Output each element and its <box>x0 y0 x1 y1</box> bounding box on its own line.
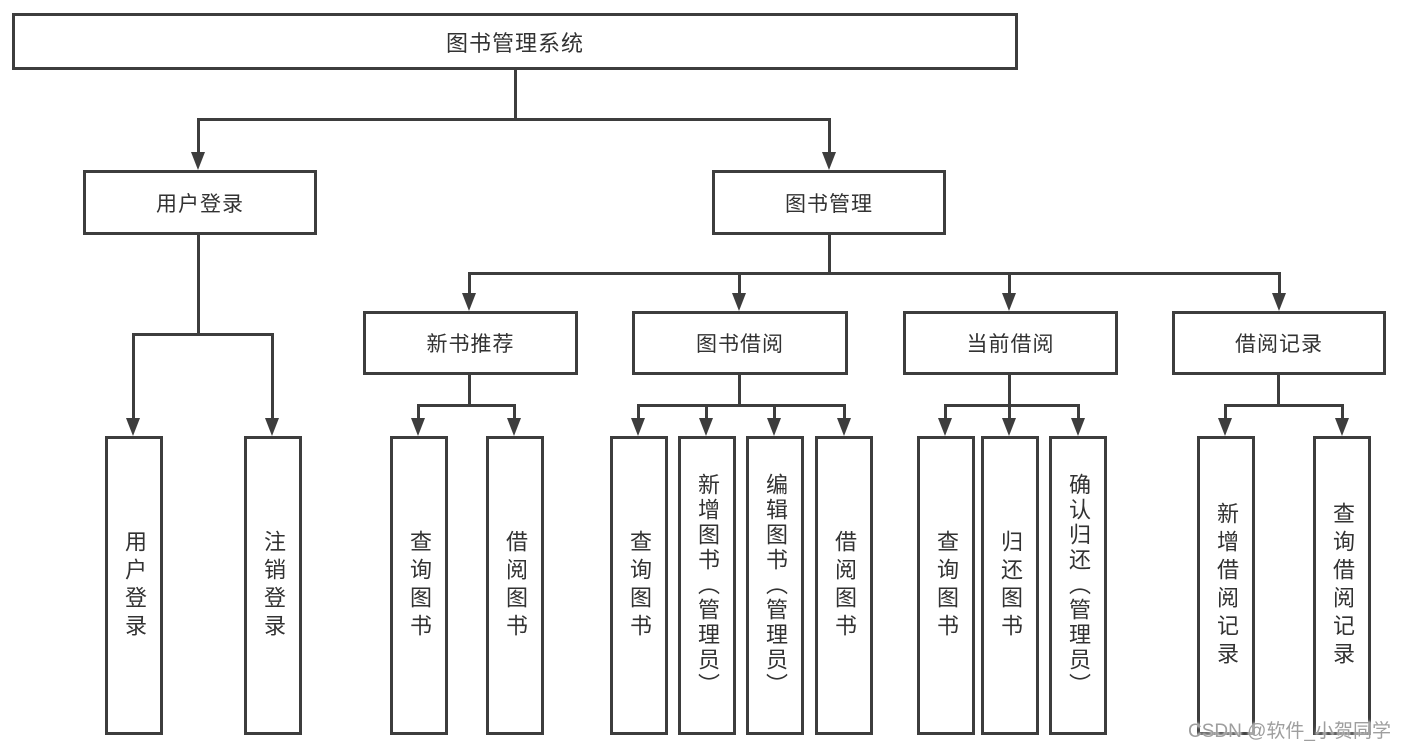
connector-drop <box>468 272 471 296</box>
root-node: 图书管理系统 <box>12 13 1018 70</box>
arrow-down-icon <box>1002 418 1016 436</box>
connector-drop <box>773 404 776 420</box>
connector-drop <box>1008 272 1011 296</box>
arrow-down-icon <box>1218 418 1232 436</box>
leaf-node-label: 归还图书 <box>998 529 1023 642</box>
leaf-node-return-books: 归还图书 <box>981 436 1039 735</box>
arrow-down-icon <box>1071 418 1085 436</box>
leaf-node-label: 借阅图书 <box>503 529 528 642</box>
connector-rail <box>132 333 274 336</box>
connector-drop <box>944 404 947 420</box>
arrow-down-icon <box>411 418 425 436</box>
connector-drop <box>513 404 516 420</box>
leaf-node-logout: 注销登录 <box>244 436 302 735</box>
connector-rail <box>637 404 846 407</box>
leaf-node-query-borrow-record: 查询借阅记录 <box>1313 436 1371 735</box>
connector-stem <box>468 375 471 406</box>
category-node-current-borrow: 当前借阅 <box>903 311 1118 375</box>
category-node-label: 当前借阅 <box>966 333 1055 356</box>
arrow-down-icon <box>732 293 746 311</box>
leaf-node-query-books-1: 查询图书 <box>390 436 448 735</box>
arrow-down-icon <box>462 293 476 311</box>
arrow-down-icon <box>191 152 205 170</box>
leaf-node-add-books-admin: 新增图书（管理员） <box>678 436 736 735</box>
leaf-node-label: 编辑图书（管理员） <box>763 473 788 698</box>
csdn-watermark: CSDN @软件_小贺同学 <box>1188 721 1391 742</box>
connector-rail-root <box>197 118 831 121</box>
connector-drop <box>828 118 831 154</box>
arrow-down-icon <box>699 418 713 436</box>
connector-drop <box>1077 404 1080 420</box>
connector-stem <box>197 235 200 336</box>
connector-drop <box>1008 404 1011 420</box>
leaf-node-label: 查询图书 <box>934 529 959 642</box>
arrow-down-icon <box>767 418 781 436</box>
arrow-down-icon <box>507 418 521 436</box>
arrow-down-icon <box>631 418 645 436</box>
leaf-node-label: 注销登录 <box>261 529 286 642</box>
connector-rail <box>944 404 1080 407</box>
connector-drop <box>1278 272 1281 296</box>
connector-drop <box>271 333 274 420</box>
connector-stem <box>828 235 831 275</box>
connector-drop <box>132 333 135 420</box>
category-node-label: 借阅记录 <box>1235 333 1323 356</box>
connector-drop <box>1341 404 1344 420</box>
leaf-node-label: 新增借阅记录 <box>1214 501 1239 670</box>
leaf-node-query-books-2: 查询图书 <box>610 436 668 735</box>
category-node-book-borrow: 图书借阅 <box>632 311 848 375</box>
category-node-new-books: 新书推荐 <box>363 311 578 375</box>
leaf-node-borrow-books-1: 借阅图书 <box>486 436 544 735</box>
arrow-down-icon <box>938 418 952 436</box>
arrow-down-icon <box>1272 293 1286 311</box>
connector-drop <box>197 118 200 154</box>
category-node-label: 图书借阅 <box>696 333 784 356</box>
connector-stem-root <box>514 69 517 120</box>
leaf-node-edit-books-admin: 编辑图书（管理员） <box>746 436 804 735</box>
connector-stem <box>1008 375 1011 406</box>
connector-drop <box>417 404 420 420</box>
connector-rail <box>1224 404 1344 407</box>
arrow-down-icon <box>265 418 279 436</box>
leaf-node-label: 借阅图书 <box>832 529 857 642</box>
leaf-node-label: 查询借阅记录 <box>1330 501 1355 670</box>
root-node-label: 图书管理系统 <box>445 30 584 56</box>
leaf-node-label: 查询图书 <box>407 529 432 642</box>
branch-node-label: 用户登录 <box>156 192 244 216</box>
connector-rail <box>468 272 1281 275</box>
connector-stem <box>738 375 741 406</box>
leaf-node-query-books-3: 查询图书 <box>917 436 975 735</box>
leaf-node-confirm-return-admin: 确认归还（管理员） <box>1049 436 1107 735</box>
arrow-down-icon <box>822 152 836 170</box>
branch-node-user-login: 用户登录 <box>83 170 317 235</box>
connector-stem <box>1277 375 1280 406</box>
leaf-node-label: 用户登录 <box>122 529 147 642</box>
category-node-borrow-records: 借阅记录 <box>1172 311 1386 375</box>
branch-node-label: 图书管理 <box>785 192 873 216</box>
arrow-down-icon <box>1002 293 1016 311</box>
arrow-down-icon <box>126 418 140 436</box>
leaf-node-add-borrow-record: 新增借阅记录 <box>1197 436 1255 735</box>
arrow-down-icon <box>837 418 851 436</box>
leaf-node-label: 确认归还（管理员） <box>1066 473 1091 698</box>
branch-node-book-management: 图书管理 <box>712 170 946 235</box>
connector-drop <box>843 404 846 420</box>
arrow-down-icon <box>1335 418 1349 436</box>
leaf-node-borrow-books-2: 借阅图书 <box>815 436 873 735</box>
leaf-node-label: 新增图书（管理员） <box>695 473 720 698</box>
category-node-label: 新书推荐 <box>426 333 515 356</box>
connector-drop <box>1224 404 1227 420</box>
connector-drop <box>738 272 741 296</box>
leaf-node-user-login: 用户登录 <box>105 436 163 735</box>
connector-drop <box>705 404 708 420</box>
connector-drop <box>637 404 640 420</box>
connector-rail <box>417 404 516 407</box>
leaf-node-label: 查询图书 <box>627 529 652 642</box>
